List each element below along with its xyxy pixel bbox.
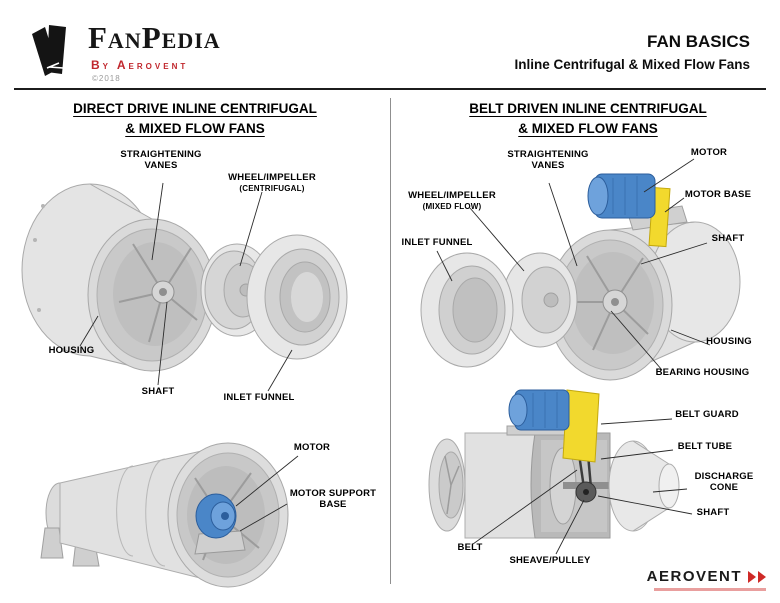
books-icon <box>32 25 66 76</box>
aerovent-chevrons-icon <box>746 570 766 583</box>
label-motor-left: MOTOR <box>293 442 331 453</box>
logo-copyright: ©2018 <box>92 74 121 83</box>
label-wheel-impeller-left: WHEEL/IMPELLER (CENTRIFUGAL) <box>213 161 331 205</box>
label-straightening-vanes-right: STRAIGHTENING VANES <box>507 149 589 172</box>
document-titles: FAN BASICS Inline Centrifugal & Mixed Fl… <box>514 32 750 72</box>
label-wheel-impeller-left-main: WHEEL/IMPELLER <box>228 172 316 184</box>
label-wheel-impeller-right: WHEEL/IMPELLER (MIXED FLOW) <box>398 179 506 223</box>
logo-subtitle: By Aerovent <box>91 58 189 72</box>
label-wheel-impeller-right-main: WHEEL/IMPELLER <box>408 190 496 202</box>
label-discharge-cone: DISCHARGE CONE <box>694 471 754 494</box>
header-divider <box>14 88 766 90</box>
label-motor-support-base: MOTOR SUPPORT BASE <box>289 488 377 511</box>
label-straightening-vanes-left: STRAIGHTENING VANES <box>120 149 202 172</box>
direct-drive-exploded-diagram <box>21 183 348 372</box>
label-motor-base: MOTOR BASE <box>684 189 752 200</box>
fanpedia-logo: FanPedia By Aerovent ©2018 <box>26 14 326 84</box>
label-sheave-pulley: SHEAVE/PULLEY <box>509 555 591 566</box>
label-wheel-impeller-left-sub: (CENTRIFUGAL) <box>239 183 305 193</box>
label-housing-right: HOUSING <box>706 336 752 347</box>
left-panel-title: DIRECT DRIVE INLINE CENTRIFUGAL & MIXED … <box>20 99 370 140</box>
right-title-line1: BELT DRIVEN INLINE CENTRIFUGAL <box>469 101 707 116</box>
doc-title: FAN BASICS <box>647 32 750 51</box>
right-panel-title: BELT DRIVEN INLINE CENTRIFUGAL & MIXED F… <box>413 99 763 140</box>
label-belt: BELT <box>457 542 483 553</box>
label-shaft-right-top: SHAFT <box>711 233 745 244</box>
label-bearing-housing: BEARING HOUSING <box>655 367 750 378</box>
right-title-line2: & MIXED FLOW FANS <box>518 121 658 137</box>
label-wheel-impeller-right-sub: (MIXED FLOW) <box>422 201 482 211</box>
doc-subtitle: Inline Centrifugal & Mixed Flow Fans <box>514 57 750 72</box>
label-inlet-funnel-left: INLET FUNNEL <box>223 392 295 403</box>
left-title-line2: & MIXED FLOW FANS <box>125 121 265 137</box>
belt-driven-exploded-diagram <box>420 173 741 381</box>
label-shaft-right-bottom: SHAFT <box>696 507 730 518</box>
label-belt-tube: BELT TUBE <box>677 441 733 452</box>
aerovent-tagline <box>654 588 766 591</box>
label-shaft-left: SHAFT <box>141 386 175 397</box>
label-housing-left: HOUSING <box>48 345 95 356</box>
label-inlet-funnel-right: INLET FUNNEL <box>401 237 473 248</box>
footer: AEROVENT <box>647 568 766 591</box>
column-divider <box>390 98 391 584</box>
label-motor-right: MOTOR <box>690 147 728 158</box>
aerovent-wordmark: AEROVENT <box>646 568 742 585</box>
logo-title: FanPedia <box>88 20 221 55</box>
label-belt-guard: BELT GUARD <box>675 409 739 420</box>
direct-drive-assembled-diagram <box>40 442 289 588</box>
left-title-line1: DIRECT DRIVE INLINE CENTRIFUGAL <box>73 101 317 116</box>
